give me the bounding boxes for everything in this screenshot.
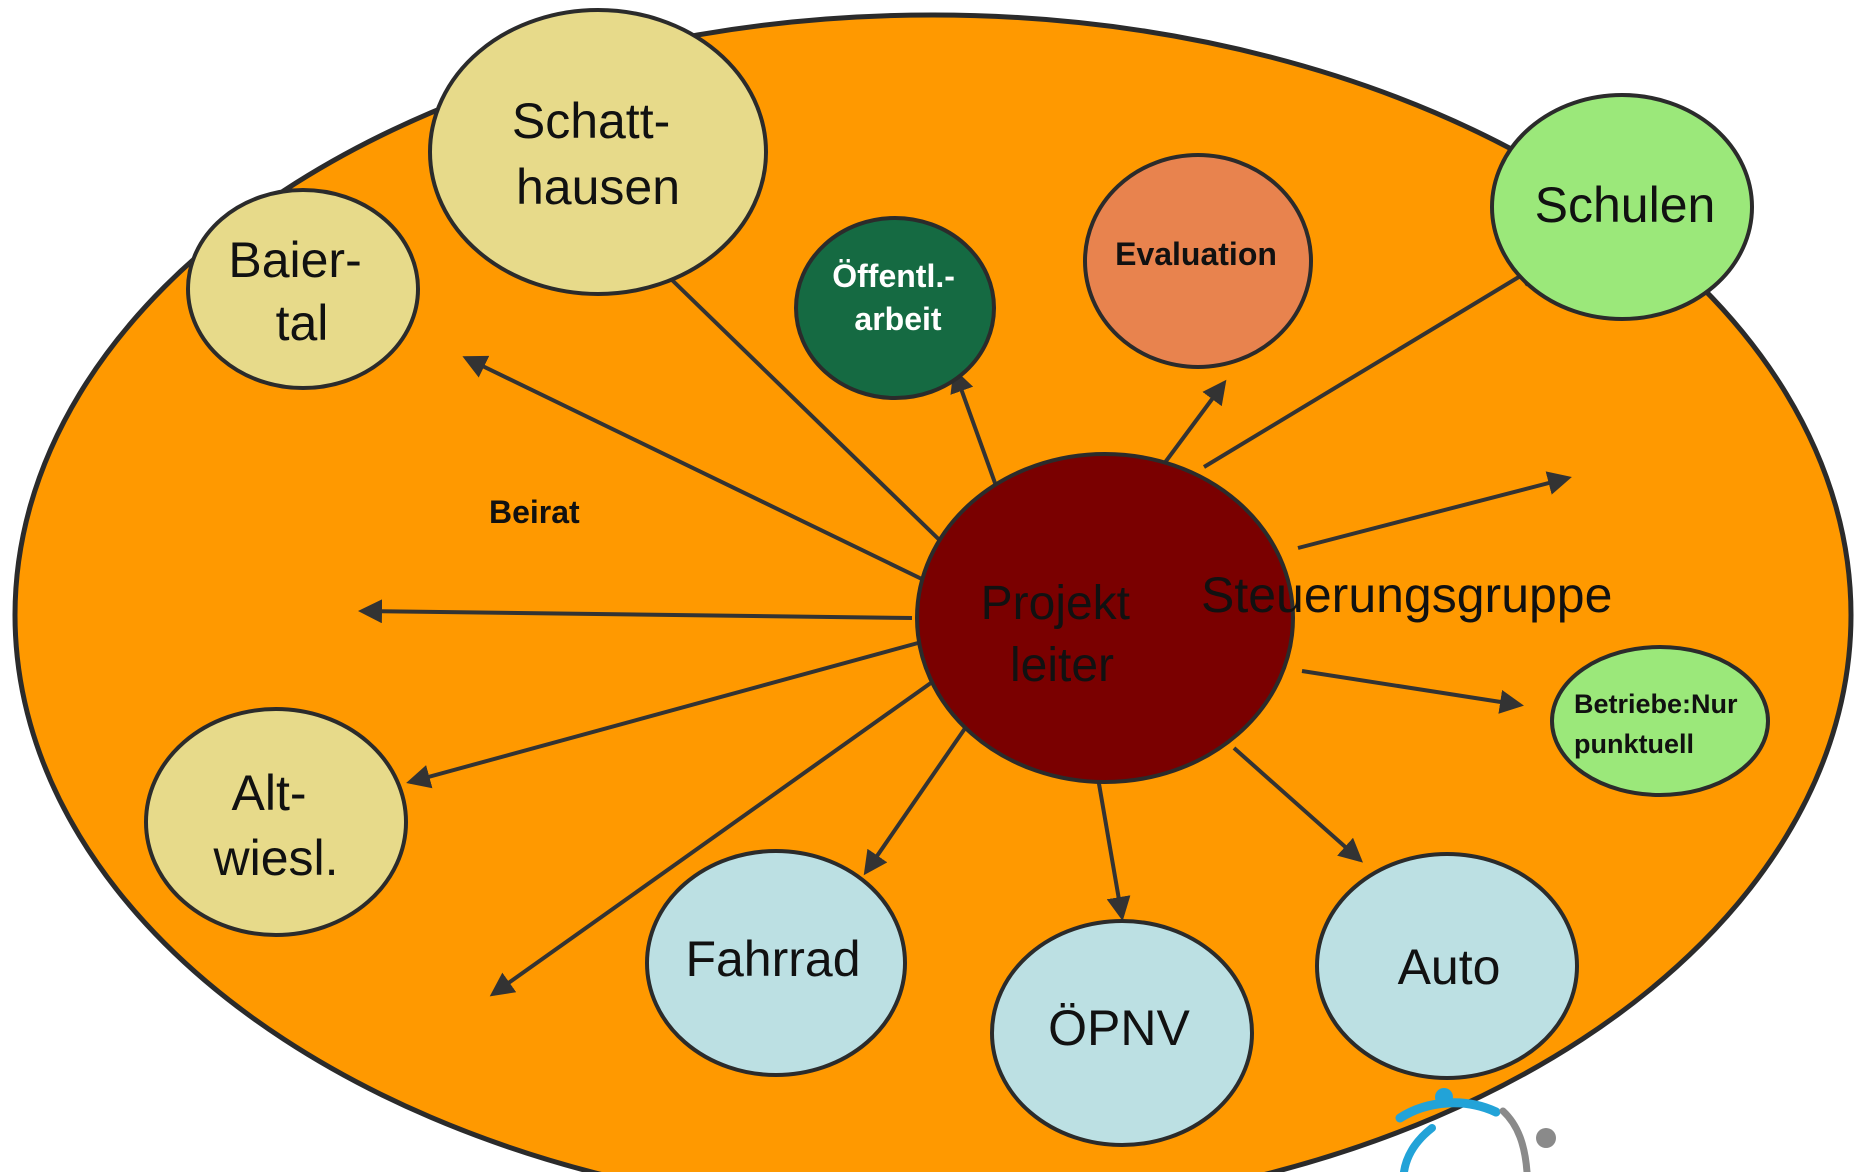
running-figure-logo-icon xyxy=(1395,1088,1556,1172)
arrow-to-fahrrad xyxy=(863,722,970,876)
center-node-ellipse xyxy=(915,452,1295,784)
fahrrad-node-ellipse xyxy=(645,849,907,1077)
altwiesloch-node-ellipse xyxy=(144,707,408,937)
schatthausen-node-label: Schatt- hausen xyxy=(512,93,684,215)
fahrrad-node-label: Fahrrad xyxy=(685,931,860,987)
betriebe-node-label: Betriebe:Nur punktuell xyxy=(1574,689,1745,759)
betriebe-node-ellipse xyxy=(1550,645,1770,797)
schulen-node-label: Schulen xyxy=(1535,177,1716,233)
arrow-to-beirat-upper xyxy=(462,355,929,584)
arrow-to-auto xyxy=(1232,746,1363,863)
connector-schatthausen xyxy=(670,278,960,560)
arrow-to-beirat-left xyxy=(358,599,913,624)
evaluation-node-ellipse xyxy=(1083,153,1313,369)
baiertal-node-ellipse xyxy=(186,188,420,390)
center-node-label: Projekt leiter xyxy=(981,577,1144,692)
arrow-to-betriebe xyxy=(1301,669,1524,714)
oepnv-node-ellipse xyxy=(990,919,1254,1147)
arrow-to-schulen xyxy=(1202,263,1541,469)
arrow-to-right xyxy=(1297,471,1572,550)
auto-node-label: Auto xyxy=(1398,939,1501,995)
schatthausen-node-ellipse xyxy=(428,8,768,296)
arrow-to-lower-left xyxy=(489,678,937,997)
steering-group-label: Steuerungsgruppe xyxy=(1201,567,1612,623)
oepnv-node-label: ÖPNV xyxy=(1048,1000,1190,1056)
altwiesloch-node-label: Alt- wiesl. xyxy=(212,765,338,886)
oeffentlichkeitsarbeit-node-label: Öffentl.- arbeit xyxy=(832,258,964,337)
oeffentlichkeitsarbeit-node-ellipse xyxy=(794,216,996,400)
evaluation-node-label: Evaluation xyxy=(1115,236,1277,272)
arrow-to-altwiesloch xyxy=(406,641,919,789)
auto-node-ellipse xyxy=(1315,852,1579,1080)
advisory-board-label: Beirat xyxy=(489,494,580,530)
schulen-node-ellipse xyxy=(1490,93,1754,321)
baiertal-node-label: Baier- tal xyxy=(228,232,375,351)
arrow-to-oepnv xyxy=(1096,777,1131,921)
